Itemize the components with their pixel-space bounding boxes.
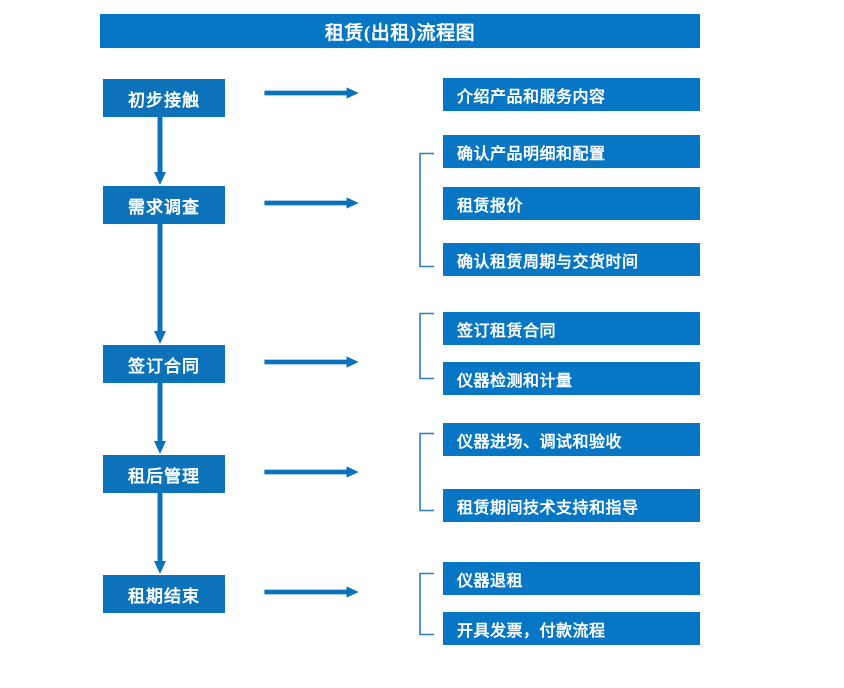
group-bracket-2	[419, 152, 434, 268]
detail-box-1-1[interactable]: 介绍产品和服务内容	[443, 78, 700, 111]
right-arrow-icon-1	[264, 87, 359, 99]
group-bracket-3	[419, 312, 434, 380]
right-arrow-icon-3	[264, 356, 359, 368]
stage-box-3[interactable]: 签订合同	[103, 345, 225, 383]
group-bracket-4	[419, 432, 434, 512]
detail-box-3-2[interactable]: 仪器检测和计量	[443, 362, 700, 395]
right-arrow-icon-5	[264, 586, 359, 598]
down-arrow-icon-2	[154, 224, 166, 344]
detail-box-2-3[interactable]: 确认租赁周期与交货时间	[443, 243, 700, 276]
detail-box-4-1[interactable]: 仪器进场、调试和验收	[443, 423, 700, 456]
detail-box-3-1[interactable]: 签订租赁合同	[443, 312, 700, 345]
group-bracket-5	[419, 572, 434, 636]
detail-box-5-1[interactable]: 仪器退租	[443, 562, 700, 595]
detail-box-2-2[interactable]: 租赁报价	[443, 187, 700, 220]
down-arrow-icon-4	[154, 493, 166, 574]
page-title: 租赁(出租)流程图	[100, 14, 700, 48]
detail-box-2-1[interactable]: 确认产品明细和配置	[443, 135, 700, 168]
detail-box-5-2[interactable]: 开具发票，付款流程	[443, 612, 700, 645]
down-arrow-icon-3	[154, 383, 166, 454]
right-arrow-icon-4	[264, 466, 359, 478]
detail-box-4-2[interactable]: 租赁期间技术支持和指导	[443, 489, 700, 522]
stage-box-1[interactable]: 初步接触	[103, 79, 225, 117]
down-arrow-icon-1	[154, 117, 166, 185]
right-arrow-icon-2	[264, 197, 359, 209]
stage-box-4[interactable]: 租后管理	[103, 455, 225, 493]
stage-box-5[interactable]: 租期结束	[103, 575, 225, 613]
stage-box-2[interactable]: 需求调查	[103, 186, 225, 224]
